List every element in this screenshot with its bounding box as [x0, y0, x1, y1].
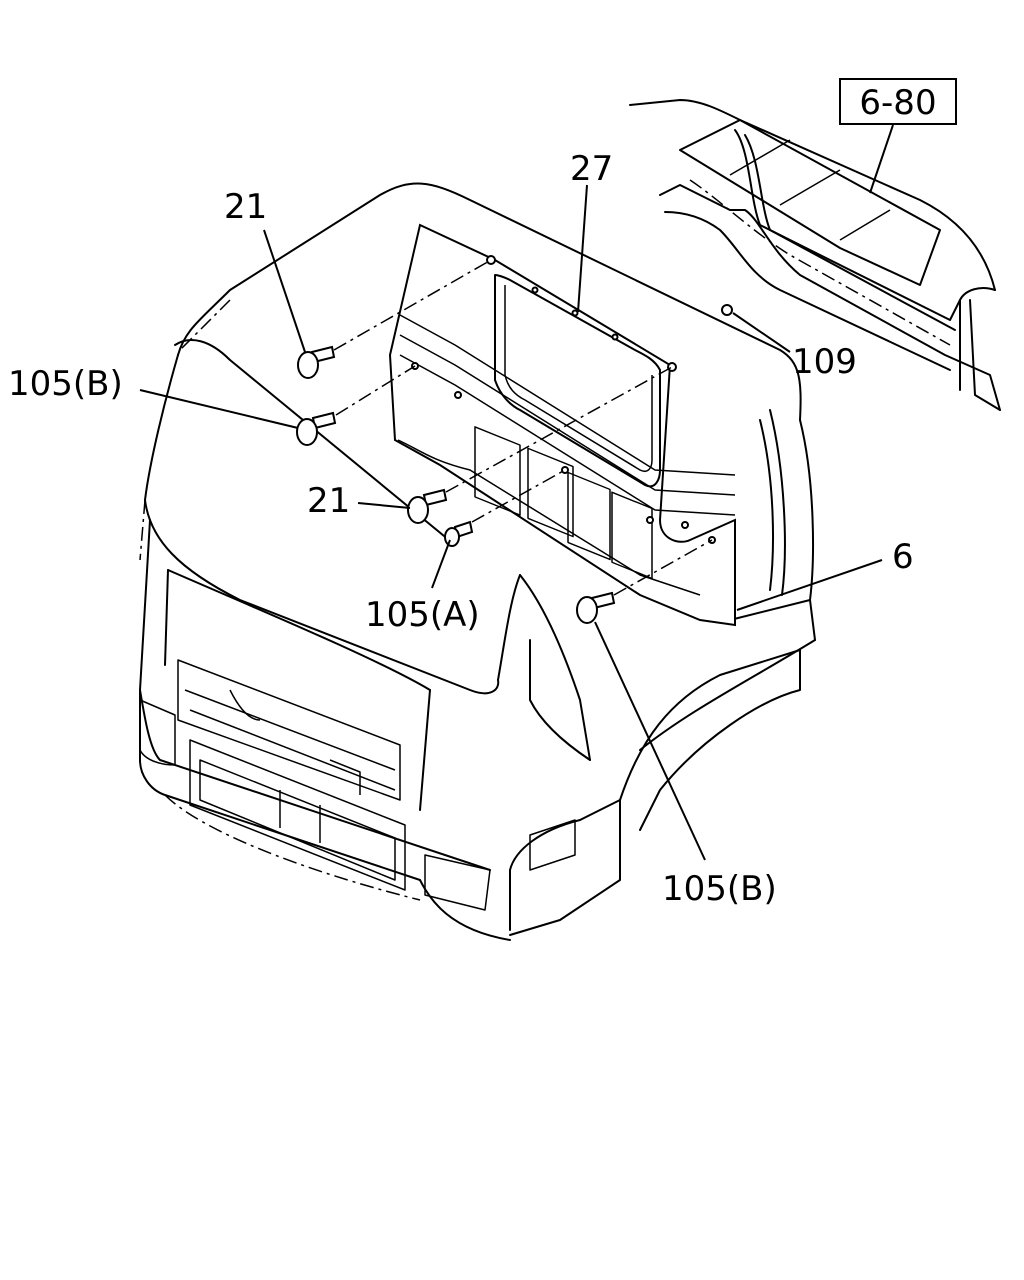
- cab-shell-partial: [629, 99, 1001, 411]
- callout-109: 109: [792, 342, 857, 382]
- callout-21-upper: 21: [224, 187, 267, 227]
- fastener-clip-21-upper: [297, 345, 336, 379]
- fastener-clip-21-lower: [407, 488, 448, 524]
- vent-slots: [474, 426, 653, 580]
- assembly-lines: [333, 259, 713, 596]
- reference-box-label: 6-80: [859, 83, 936, 123]
- callout-105b-left: 105(B): [8, 364, 123, 404]
- callout-6: 6: [892, 537, 914, 577]
- leader-lines: [139, 124, 894, 861]
- rear-panel-assembly: [388, 223, 736, 627]
- headlights: [139, 699, 576, 911]
- callout-105b-bottom: 105(B): [662, 869, 777, 909]
- callout-27: 27: [570, 149, 613, 189]
- fastener-clip-105b-right: [576, 591, 616, 624]
- reference-box: 6-80: [839, 78, 957, 125]
- front-grille: [177, 659, 406, 891]
- fastener-clip-105b-left: [296, 411, 337, 446]
- callout-21-lower: 21: [307, 481, 350, 521]
- callout-105a: 105(A): [365, 595, 480, 635]
